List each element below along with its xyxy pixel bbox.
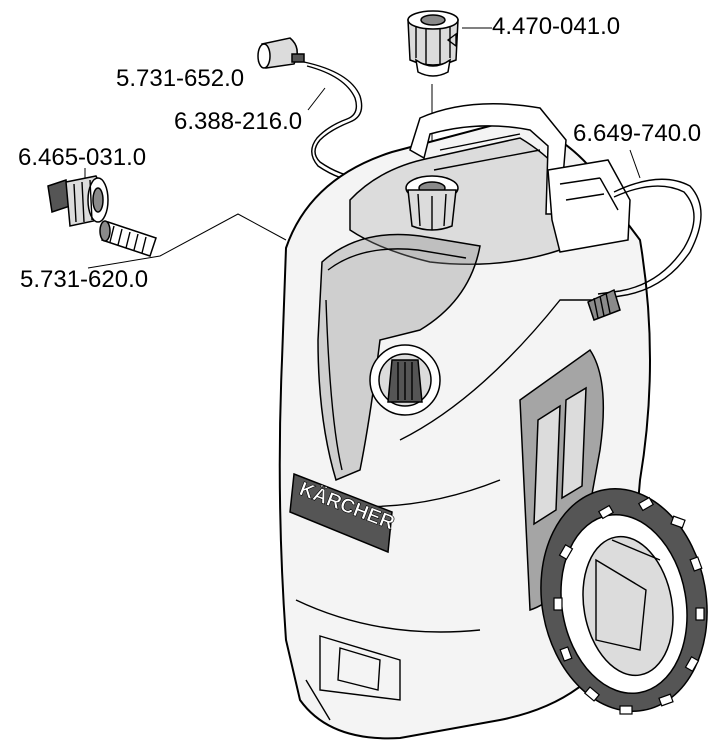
wheel xyxy=(540,488,708,715)
label-nozzle-connector: 4.470-041.0 xyxy=(492,13,620,40)
leader-hose xyxy=(307,87,326,111)
label-hose: 6.388-216.0 xyxy=(174,108,302,135)
leader-handle-hose xyxy=(629,149,641,179)
filter-part xyxy=(99,220,157,257)
label-handle-hose: 6.649-740.0 xyxy=(573,120,701,147)
hose-part xyxy=(303,61,363,183)
coupling-part xyxy=(47,175,109,227)
nozzle-connector-part xyxy=(407,10,459,77)
label-filter: 5.731-620.0 xyxy=(20,266,148,293)
label-coupling: 6.465-031.0 xyxy=(18,144,146,171)
leader-filter xyxy=(87,213,287,269)
hose-end-cap-part xyxy=(257,37,305,69)
label-hose-end-cap: 5.731-652.0 xyxy=(116,65,244,92)
